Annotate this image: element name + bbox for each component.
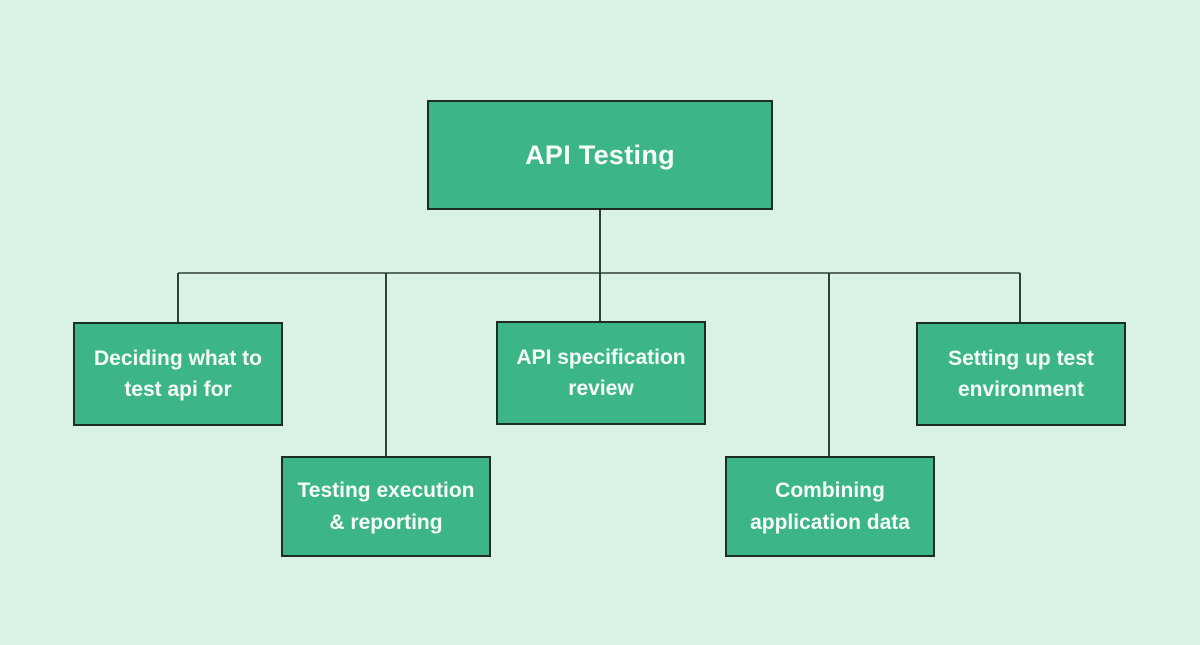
diagram-node-label: Combining application data xyxy=(750,479,910,534)
diagram-node-label: API specification review xyxy=(516,345,686,401)
diagram-node-label: Setting up test environment xyxy=(948,346,1094,402)
diagram-node-root: API Testing xyxy=(427,100,773,210)
diagram-node-setting-up-test-environment: Setting up test environment xyxy=(916,322,1126,426)
diagram-node-label: Deciding what to test api for xyxy=(94,346,262,402)
diagram-node-testing-execution-reporting: Testing execution & reporting xyxy=(281,456,491,557)
diagram-node-label: Testing execution & reporting xyxy=(297,479,475,534)
diagram-node-deciding-what-to-test: Deciding what to test api for xyxy=(73,322,283,426)
diagram-node-api-specification-review: API specification review xyxy=(496,321,706,425)
diagram-node-combining-application-data: Combining application data xyxy=(725,456,935,557)
diagram-node-label: API Testing xyxy=(525,139,675,170)
